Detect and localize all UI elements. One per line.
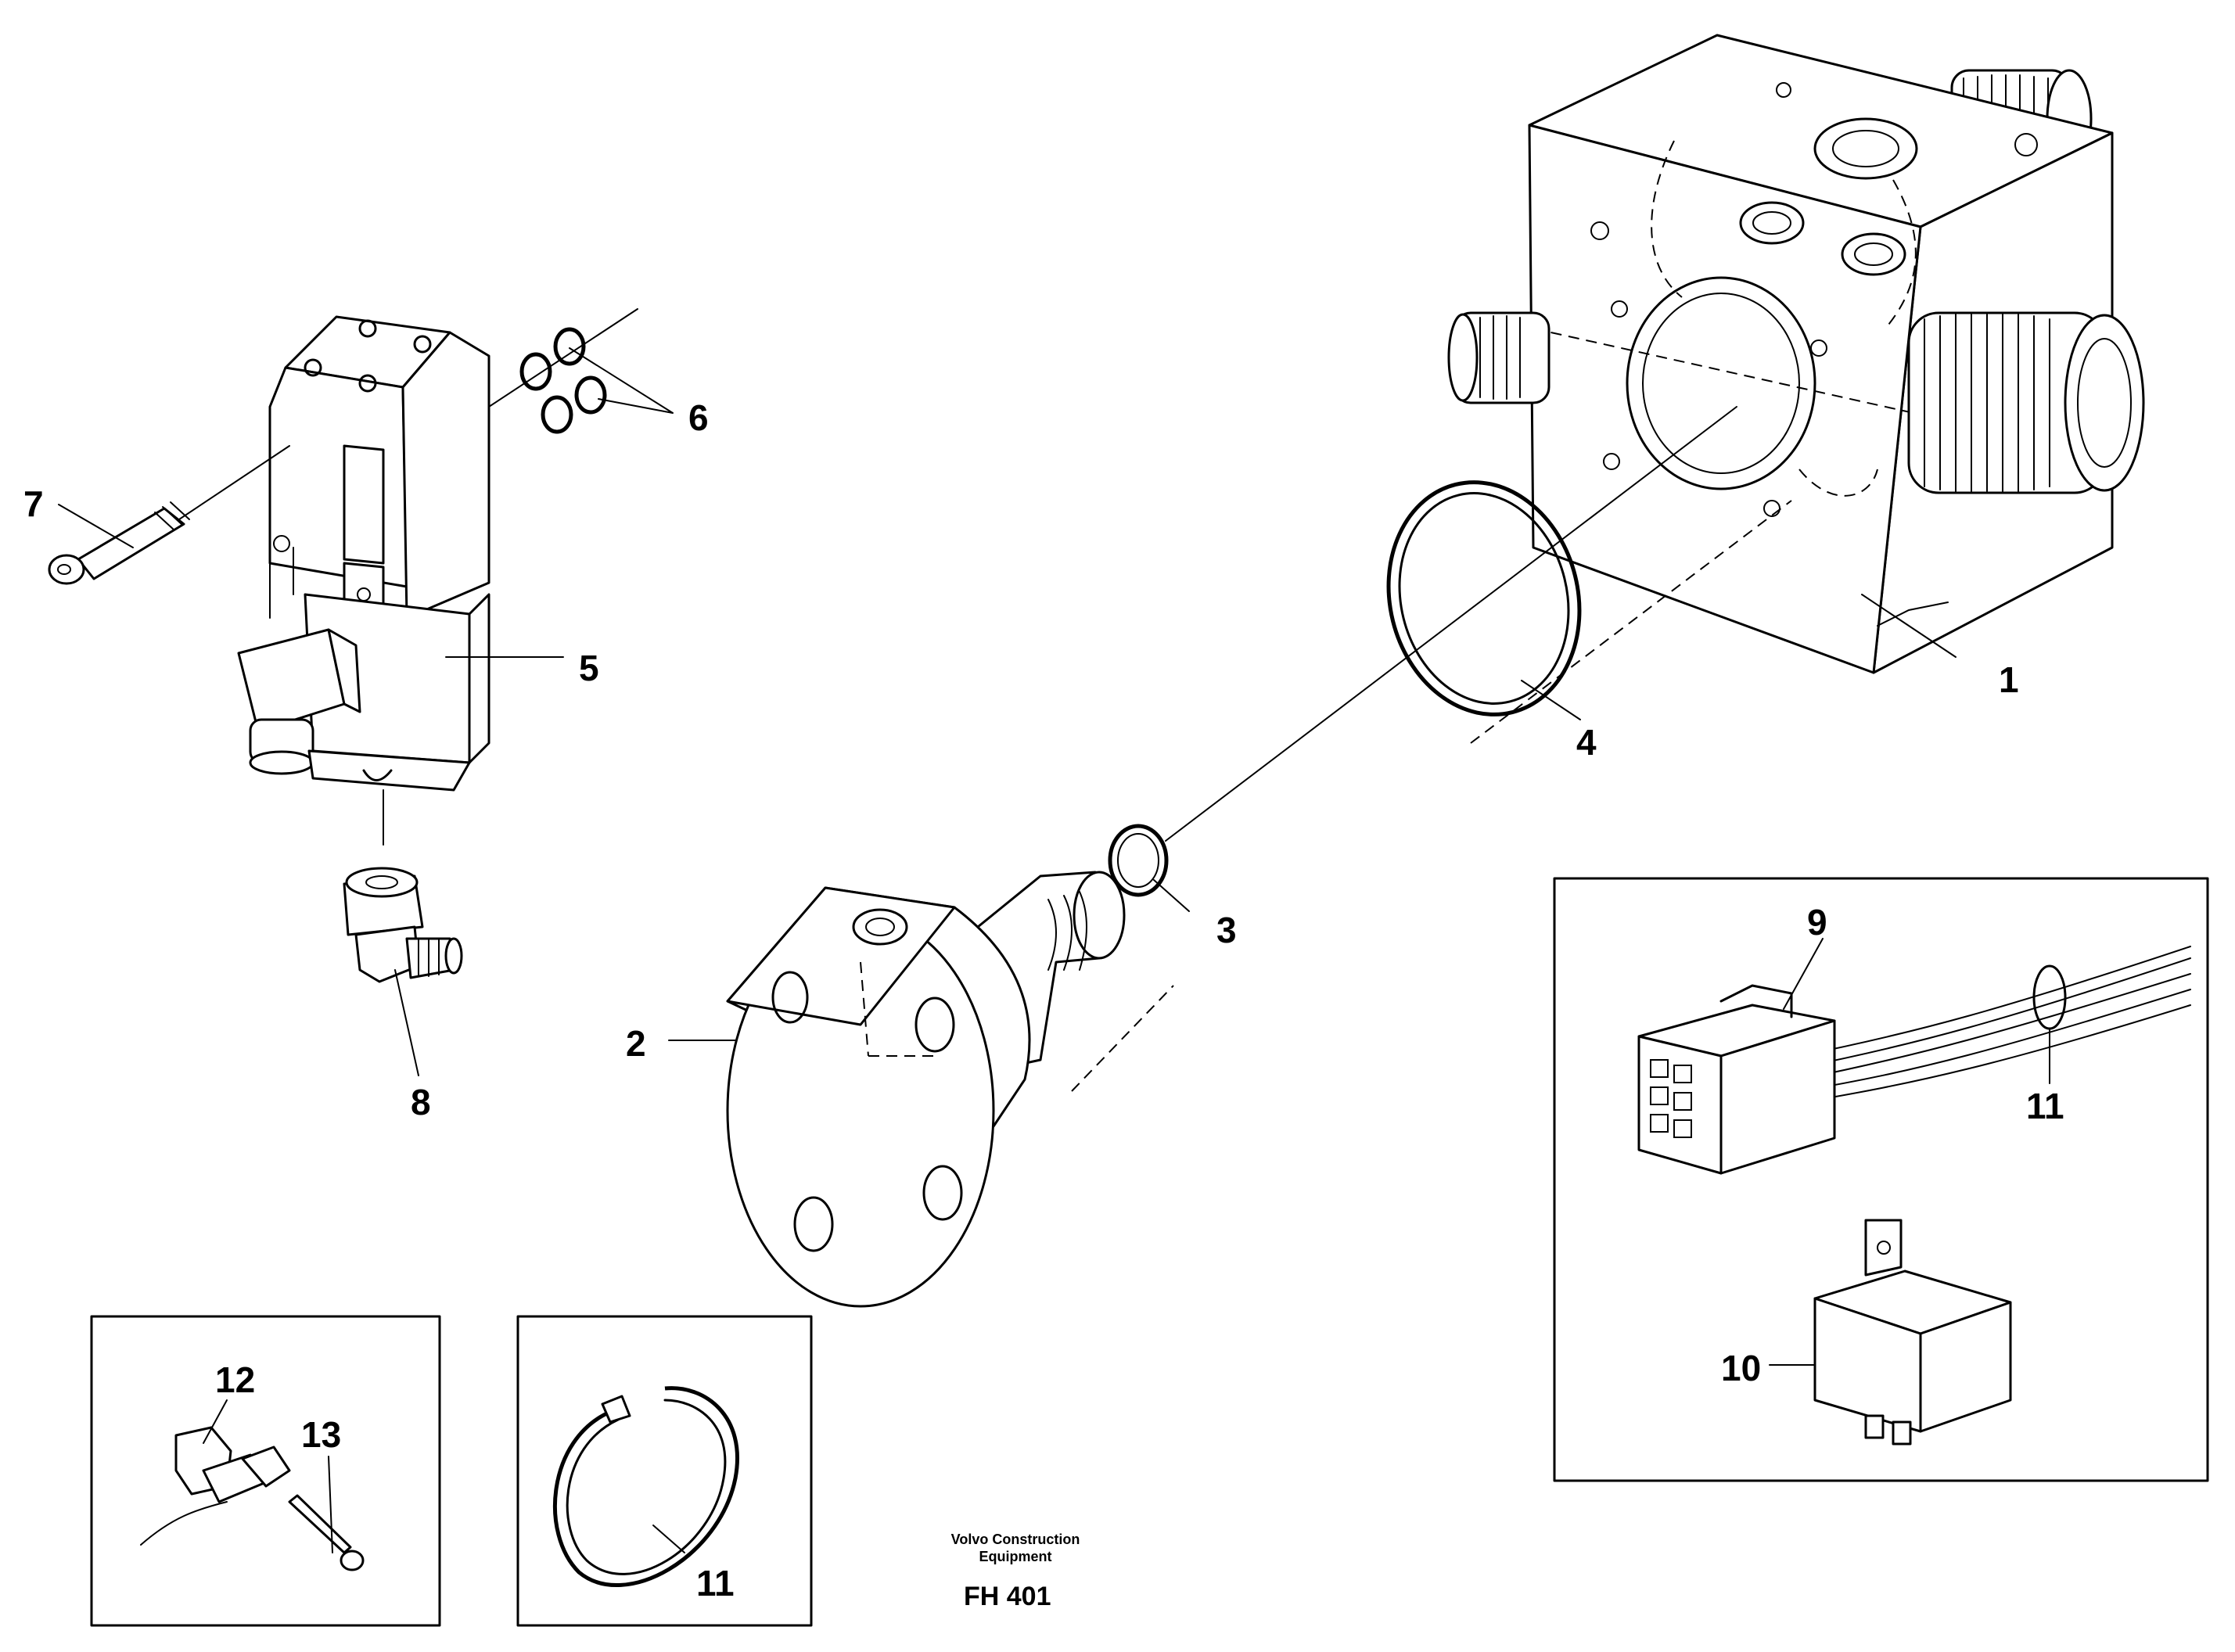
leader-6 xyxy=(569,347,674,414)
valve-block-top-port-3 xyxy=(1841,232,1906,276)
callout-10: 10 xyxy=(1721,1348,1761,1388)
solenoid-valve xyxy=(237,315,490,846)
cable-tie xyxy=(552,1386,739,1588)
relay xyxy=(1813,1219,2012,1446)
valve-block xyxy=(1447,34,2145,674)
callout-13: 13 xyxy=(301,1414,341,1455)
valve-block-main-bore xyxy=(1626,276,1816,490)
valve-block-front-face xyxy=(1528,124,1922,674)
assembly-axis-hidden-2 xyxy=(1071,985,1174,1092)
drawing-code: FH 401 xyxy=(964,1582,1051,1611)
publisher-line-1: Volvo Construction xyxy=(951,1532,1080,1547)
callout-11-tie: 11 xyxy=(696,1563,735,1604)
valve-cover xyxy=(726,871,1126,1308)
leader-7 xyxy=(58,504,134,548)
callout-6: 6 xyxy=(688,397,709,438)
valve-block-left-fitting xyxy=(1447,311,1550,404)
callout-9: 9 xyxy=(1807,902,1827,943)
inset-box-electrical xyxy=(1553,877,2209,1482)
callout-3: 3 xyxy=(1216,910,1237,950)
leader-1b xyxy=(1861,594,1957,658)
inset-box-sensor xyxy=(90,1315,441,1627)
leader-1 xyxy=(1877,602,1949,627)
assembly-axis xyxy=(1165,406,1737,842)
cable-tie-on-harness xyxy=(2032,964,2067,1030)
callout-4: 4 xyxy=(1576,722,1597,763)
valve-block-top-port-2 xyxy=(1739,201,1805,245)
inset-box-cable-tie xyxy=(516,1315,813,1627)
assembly-axis-hidden xyxy=(1470,500,1792,744)
leader-11b xyxy=(652,1525,685,1553)
callout-2: 2 xyxy=(626,1023,646,1064)
leader-4 xyxy=(1521,680,1581,720)
valve-block-top-port xyxy=(1813,117,1918,180)
leader-13 xyxy=(328,1456,333,1553)
wiring-harness-connector xyxy=(1637,946,2191,1175)
callout-11-inset: 11 xyxy=(2026,1086,2064,1126)
leader-3 xyxy=(1153,879,1190,912)
callout-12: 12 xyxy=(215,1359,255,1400)
callout-8: 8 xyxy=(411,1082,431,1122)
large-o-ring xyxy=(1386,480,1582,716)
leader-12 xyxy=(203,1399,228,1444)
leader-8 xyxy=(394,969,419,1076)
sensor-assembly xyxy=(140,1426,365,1571)
publisher-line-2: Equipment xyxy=(979,1549,1052,1564)
callout-7: 7 xyxy=(23,483,44,524)
valve-block-side-fitting xyxy=(1907,311,2145,494)
elbow-fitting xyxy=(343,867,463,983)
leader-9 xyxy=(1783,938,1824,1010)
small-o-ring xyxy=(1108,824,1169,897)
callout-5: 5 xyxy=(579,648,599,688)
callout-1: 1 xyxy=(1999,659,2019,700)
solenoid-o-rings xyxy=(488,308,638,434)
screw xyxy=(48,445,290,585)
